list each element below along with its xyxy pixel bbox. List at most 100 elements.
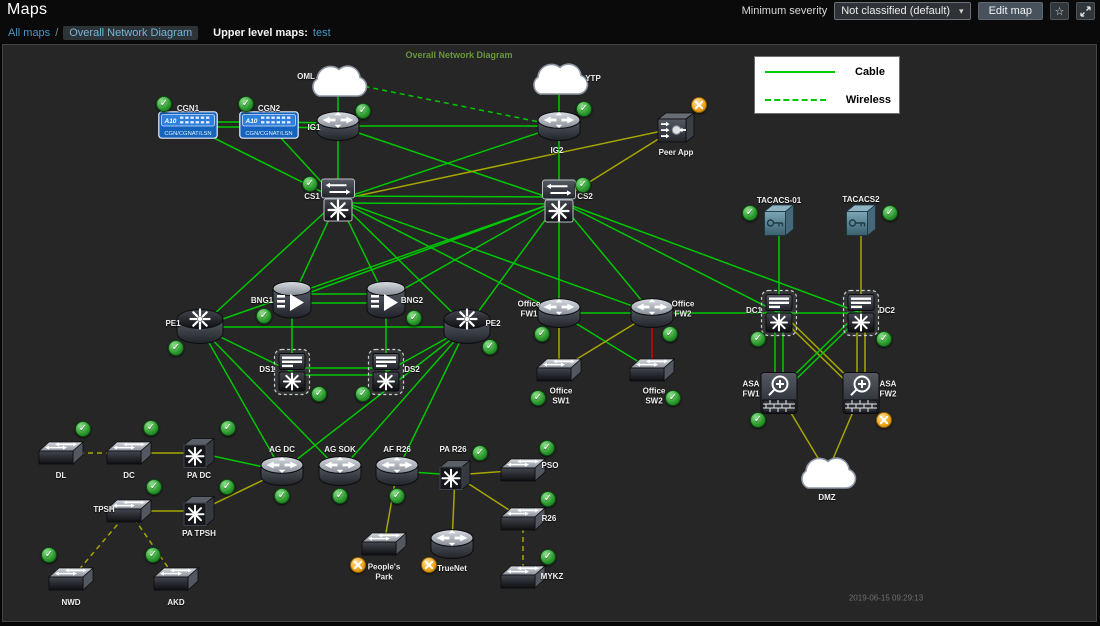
maintenance-icon [694, 100, 704, 110]
status-ok-badge: ✓ [882, 205, 898, 221]
node-dc2[interactable] [842, 289, 880, 342]
chevron-down-icon: ▾ [959, 6, 964, 17]
switch-icon [628, 355, 676, 385]
multilayer-switch-icon [318, 177, 358, 223]
map-legend: Cable Wireless [754, 56, 900, 114]
switch-icon [105, 438, 153, 468]
favourites-button[interactable]: ☆ [1050, 2, 1069, 20]
node-peoplespark[interactable] [360, 529, 408, 564]
peer-app-icon [655, 111, 697, 145]
ok-icon: ✓ [410, 313, 418, 323]
ok-icon: ✓ [315, 389, 323, 399]
status-ok-badge: ✓ [406, 310, 422, 326]
status-ok-badge: ✓ [41, 547, 57, 563]
node-ig2[interactable] [535, 109, 583, 148]
node-tacacs01[interactable] [762, 202, 796, 243]
ok-icon: ✓ [880, 334, 888, 344]
node-ytp[interactable] [526, 58, 592, 105]
minimum-severity-select[interactable]: Not classified (default) ▾ [834, 2, 970, 20]
ok-icon: ✓ [242, 99, 250, 109]
map-timestamp: 2019-06-15 09:29:13 [849, 594, 923, 603]
asa-firewall-icon [758, 370, 800, 416]
stack-switch-icon [367, 348, 405, 396]
node-cs1[interactable] [318, 177, 358, 228]
node-dl[interactable] [37, 438, 85, 473]
breadcrumb-current-map[interactable]: Overall Network Diagram [63, 26, 198, 40]
ok-icon: ✓ [45, 550, 53, 560]
status-ok-badge: ✓ [355, 103, 371, 119]
status-maintenance-badge [876, 412, 892, 428]
ok-icon: ✓ [224, 423, 232, 433]
ok-icon: ✓ [79, 424, 87, 434]
status-ok-badge: ✓ [876, 331, 892, 347]
ok-icon: ✓ [359, 106, 367, 116]
status-ok-badge: ✓ [662, 326, 678, 342]
cube-router-icon [181, 494, 217, 528]
switch-icon [360, 529, 408, 559]
node-officesw1[interactable] [535, 355, 583, 390]
node-cgn2[interactable]: A10CGN/CGNAT/LSN [239, 111, 299, 144]
stack-switch-icon [273, 348, 311, 396]
key-server-icon [762, 202, 796, 238]
cube-router-icon [181, 436, 217, 470]
node-akd[interactable] [152, 564, 200, 599]
ok-icon: ✓ [278, 491, 286, 501]
node-pso[interactable] [499, 455, 547, 490]
cloud-icon [526, 58, 592, 100]
node-oml[interactable] [305, 60, 371, 107]
ok-icon: ✓ [336, 491, 344, 501]
node-ds2[interactable] [367, 348, 405, 401]
wireless-label: Wireless [846, 94, 891, 106]
node-ds1[interactable] [273, 348, 311, 401]
node-cgn1[interactable]: A10CGN/CGNAT/LSN [158, 111, 218, 144]
node-r26[interactable] [499, 504, 547, 539]
status-ok-badge: ✓ [332, 488, 348, 504]
cable-label: Cable [855, 66, 885, 78]
upper-level-map-link[interactable]: test [313, 27, 331, 39]
node-dmz[interactable] [794, 452, 860, 499]
node-padc[interactable] [181, 436, 217, 475]
node-nwd[interactable] [47, 564, 95, 599]
node-par26[interactable] [437, 458, 473, 497]
switch-icon [499, 504, 547, 534]
page-title: Maps [7, 1, 47, 19]
status-ok-badge: ✓ [168, 340, 184, 356]
node-dc1[interactable] [760, 289, 798, 342]
node-tpsh[interactable] [105, 496, 153, 531]
ok-icon: ✓ [666, 329, 674, 339]
ok-icon: ✓ [160, 99, 168, 109]
cube-router-icon [437, 458, 473, 492]
node-ig1[interactable] [314, 109, 362, 148]
node-bng2[interactable] [363, 279, 409, 324]
status-ok-badge: ✓ [482, 339, 498, 355]
node-asafw1[interactable] [758, 370, 800, 421]
node-cs2[interactable] [539, 178, 579, 229]
status-ok-badge: ✓ [540, 549, 556, 565]
status-ok-badge: ✓ [750, 331, 766, 347]
switch-icon [499, 562, 547, 592]
router-icon [258, 454, 306, 488]
node-asafw2[interactable] [840, 370, 882, 421]
switch-icon [499, 455, 547, 485]
ok-icon: ✓ [544, 494, 552, 504]
status-ok-badge: ✓ [530, 390, 546, 406]
svg-text:CGN/CGNAT/LSN: CGN/CGNAT/LSN [245, 131, 292, 137]
node-mykz[interactable] [499, 562, 547, 597]
node-dcn[interactable] [105, 438, 153, 473]
node-patpsh[interactable] [181, 494, 217, 533]
node-officesw2[interactable] [628, 355, 676, 390]
node-bng1[interactable] [269, 279, 315, 324]
node-peerapp[interactable] [655, 111, 697, 150]
breadcrumb-all-maps-link[interactable]: All maps [8, 27, 50, 39]
ok-icon: ✓ [669, 393, 677, 403]
breadcrumb: All maps / Overall Network Diagram Upper… [0, 22, 1100, 43]
ok-icon: ✓ [149, 550, 157, 560]
node-tacacs2[interactable] [844, 202, 878, 243]
edit-map-button[interactable]: Edit map [978, 2, 1043, 20]
fullscreen-button[interactable] [1076, 2, 1095, 20]
switch-icon [47, 564, 95, 594]
status-ok-badge: ✓ [156, 96, 172, 112]
status-ok-badge: ✓ [742, 205, 758, 221]
router-icon [535, 109, 583, 143]
ok-icon: ✓ [260, 311, 268, 321]
